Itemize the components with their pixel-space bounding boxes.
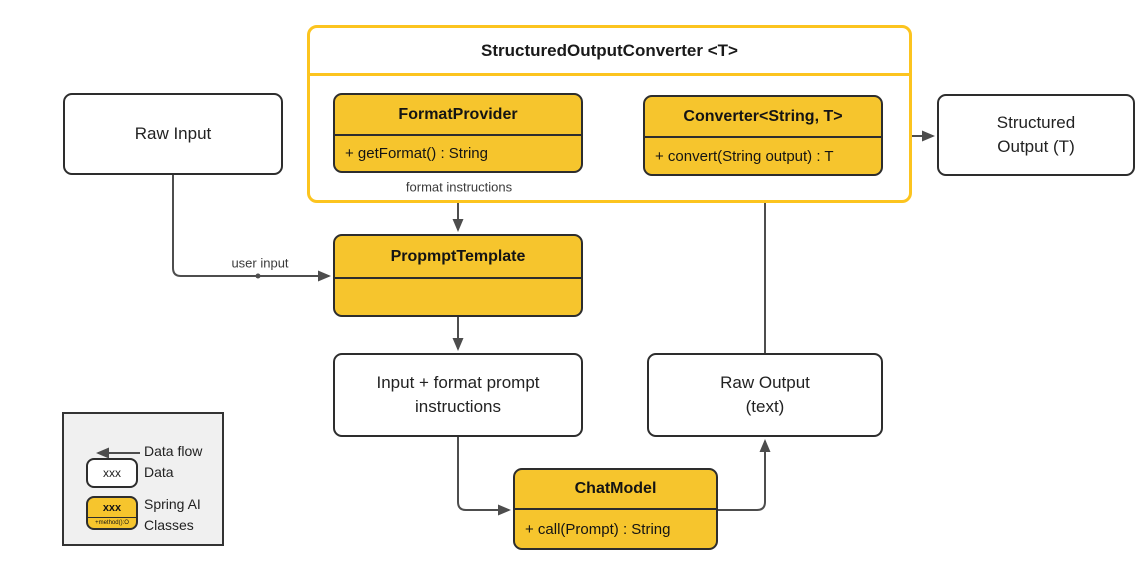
edge-waypoint-dot xyxy=(255,273,261,279)
legend: Data flow xxx Data xxx +method():O Sprin… xyxy=(62,412,224,546)
chat-model-title: ChatModel xyxy=(574,480,657,497)
structured-output-node: Structured Output (T) xyxy=(937,94,1135,176)
raw-output-node: Raw Output (text) xyxy=(647,353,883,437)
container-title: StructuredOutputConverter <T> xyxy=(310,28,909,76)
legend-spring-ai-class-sample: xxx +method():O xyxy=(86,496,138,530)
raw-output-label-line2: (text) xyxy=(745,397,785,416)
structured-output-label-line1: Structured xyxy=(996,113,1076,132)
converter-title: Converter<String, T> xyxy=(683,107,843,125)
legend-spring-ai-label: Spring AI Classes xyxy=(144,494,201,536)
input-format-node: Input + format prompt instructions xyxy=(333,353,583,437)
input-format-label-line2: instructions xyxy=(415,397,501,416)
format-provider-class: FormatProvider + getFormat() : String xyxy=(333,93,583,173)
raw-output-label-line1: Raw Output xyxy=(720,373,810,392)
legend-data-label: Data xyxy=(144,464,174,480)
format-instructions-edge-label: format instructions xyxy=(401,179,517,195)
legend-sample-class-title: xxx xyxy=(102,501,122,514)
raw-input-node: Raw Input xyxy=(63,93,283,175)
legend-data-flow-label: Data flow xyxy=(144,443,203,459)
prompt-template-class: PropmptTemplate xyxy=(333,234,583,317)
chat-model-class: ChatModel + call(Prompt) : String xyxy=(513,468,718,550)
prompt-template-body xyxy=(335,277,581,315)
legend-spring-ai-label-line1: Spring AI xyxy=(144,496,201,512)
format-provider-title: FormatProvider xyxy=(398,105,518,123)
format-provider-method: + getFormat() : String xyxy=(335,134,581,171)
edge-chat-model-to-raw-output xyxy=(718,439,771,511)
legend-spring-ai-label-line2: Classes xyxy=(144,517,194,533)
user-input-edge-label: user input xyxy=(231,255,289,271)
legend-sample-class-method: +method():O xyxy=(88,517,136,528)
legend-data-node-sample: xxx xyxy=(86,458,138,488)
structured-output-label-line2: Output (T) xyxy=(997,137,1075,156)
edge-input-to-chat-model xyxy=(457,437,511,516)
raw-input-label: Raw Input xyxy=(134,124,212,143)
chat-model-method: + call(Prompt) : String xyxy=(515,508,716,548)
prompt-template-title: PropmptTemplate xyxy=(390,247,526,265)
input-format-label-line1: Input + format prompt xyxy=(376,373,540,392)
converter-class: Converter<String, T> + convert(String ou… xyxy=(643,95,883,176)
converter-method: + convert(String output) : T xyxy=(645,136,881,174)
